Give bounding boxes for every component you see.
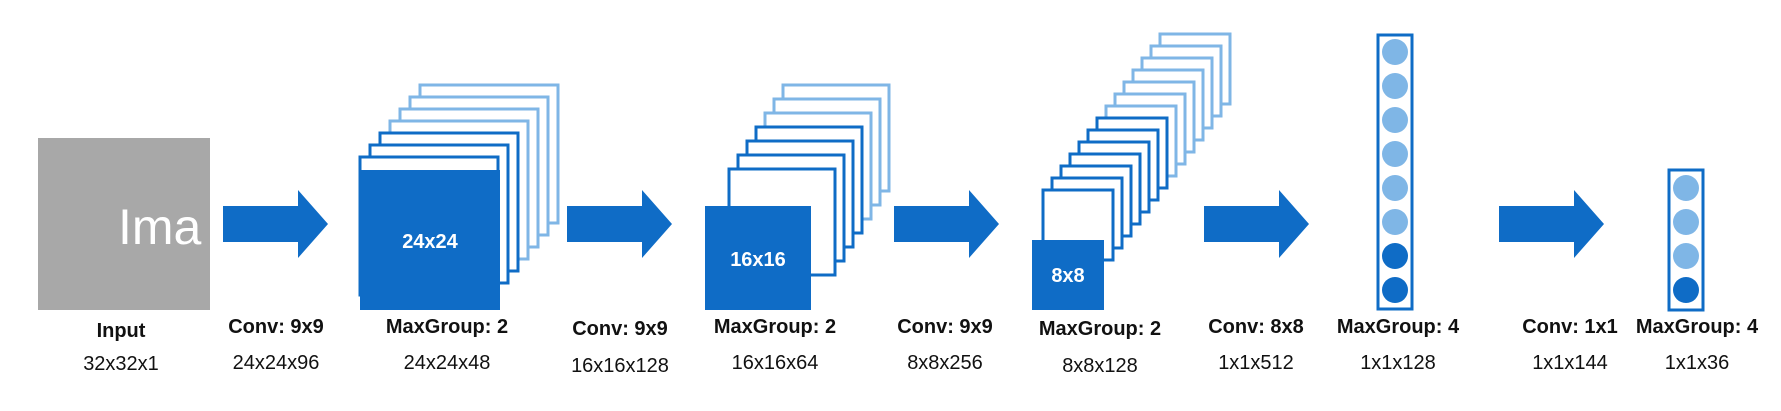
neuron-circle [1673, 209, 1699, 235]
feature-map-front [1032, 240, 1104, 310]
stage-size-label: 1x1x512 [1218, 352, 1294, 374]
input-image-text: Ima [118, 199, 202, 255]
neuron-column-1 [1376, 33, 1414, 311]
input-block: Ima [38, 138, 210, 310]
input-label: Input [97, 320, 146, 342]
input-size: 32x32x1 [83, 353, 159, 375]
neuron-circle [1382, 39, 1408, 65]
feature-map-stack-1: 24x24 [358, 83, 560, 310]
arrow-icon [567, 190, 672, 258]
arrow-icon [1499, 190, 1604, 258]
arrow-icon [894, 190, 999, 258]
neuron-circle [1673, 243, 1699, 269]
stage-size-label: 16x16x128 [571, 355, 669, 377]
arrow-icon [1204, 190, 1309, 258]
neuron-column-2 [1667, 168, 1705, 312]
neuron-circle [1382, 243, 1408, 269]
stage-op-label: Conv: 9x9 [572, 318, 668, 340]
neuron-circle [1382, 277, 1408, 303]
neuron-circle [1382, 141, 1408, 167]
stage-size-label: 1x1x128 [1360, 352, 1436, 374]
neuron-circle [1382, 209, 1408, 235]
neuron-circle [1382, 175, 1408, 201]
labels: Input 32x32x1 Conv: 9x9 24x24x96 MaxGrou… [83, 316, 1759, 377]
stage-op-label: MaxGroup: 4 [1337, 316, 1460, 338]
stage-size-label: 1x1x144 [1532, 352, 1608, 374]
feature-map-label: 24x24 [402, 231, 458, 253]
feature-map-front [705, 206, 811, 310]
stage-size-label: 8x8x128 [1062, 355, 1138, 377]
stage-op-label: MaxGroup: 4 [1636, 316, 1759, 338]
stage-size-label: 16x16x64 [732, 352, 819, 374]
input-image [38, 138, 210, 310]
stage-op-label: Conv: 9x9 [897, 316, 993, 338]
arrow-icon [223, 190, 328, 258]
stage-size-label: 8x8x256 [907, 352, 983, 374]
stage-op-label: Conv: 9x9 [228, 316, 324, 338]
feature-map-label: 16x16 [730, 249, 786, 271]
stage-op-label: Conv: 1x1 [1522, 316, 1618, 338]
neuron-circle [1673, 175, 1699, 201]
stage-size-label: 1x1x36 [1665, 352, 1730, 374]
feature-map-stack-3: 8x8 [1032, 32, 1232, 310]
stage-size-label: 24x24x48 [404, 352, 491, 374]
stage-op-label: Conv: 8x8 [1208, 316, 1304, 338]
neuron-circle [1382, 73, 1408, 99]
stage-op-label: MaxGroup: 2 [714, 316, 836, 338]
feature-map-label: 8x8 [1051, 265, 1084, 287]
stage-op-label: MaxGroup: 2 [1039, 318, 1161, 340]
stage-op-label: MaxGroup: 2 [386, 316, 508, 338]
neuron-circle [1382, 107, 1408, 133]
arrows [223, 190, 1604, 258]
feature-map-stack-2: 16x16 [705, 83, 891, 310]
stage-size-label: 24x24x96 [233, 352, 320, 374]
neuron-circle [1673, 277, 1699, 303]
feature-map-front [360, 170, 500, 310]
